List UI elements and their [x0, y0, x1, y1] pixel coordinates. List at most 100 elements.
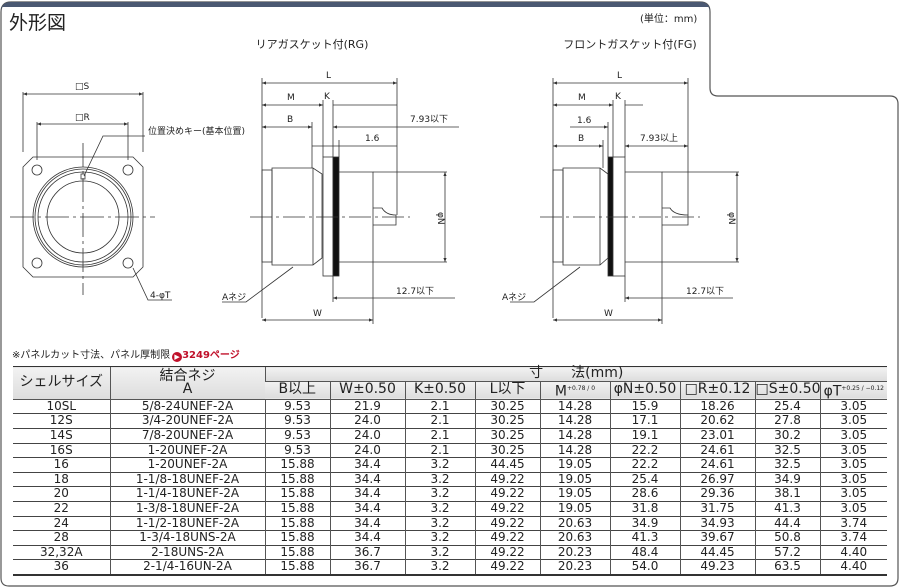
dimension-cell: 3.2: [404, 516, 475, 531]
header-col-label: W±0.50: [339, 381, 396, 398]
dimension-cell: 2.1: [404, 399, 475, 414]
dimension-cell: 34.9: [609, 516, 680, 531]
dim-B: B: [578, 134, 584, 144]
dimension-cell: 34.4: [329, 531, 405, 546]
dimension-cell: 3.74: [819, 531, 888, 546]
header-col: φN±0.50: [609, 381, 680, 400]
header-col: B以上: [265, 381, 330, 400]
dimension-cell: 3.2: [404, 472, 475, 487]
header-col-label: φN±0.50: [613, 381, 677, 398]
dim-M: M: [578, 93, 586, 103]
dimension-cell: 3.2: [404, 531, 475, 546]
front-view: □S □R 位置決めキー(基本位置) 4-φT: [10, 82, 245, 301]
dim-7-93: 7.93以下: [410, 115, 448, 125]
dimension-cell: 2.1: [404, 414, 475, 429]
dim-K: K: [615, 92, 622, 102]
holes-label: 4-φT: [150, 291, 171, 301]
shell-size-cell: 22: [53, 501, 69, 515]
dimension-cell: 23.01: [679, 428, 755, 444]
dim-12-7: 12.7以下: [686, 287, 724, 297]
dimension-cell: 3.74: [819, 516, 888, 531]
dimension-cell: 38.1: [754, 487, 820, 502]
header-col-label: L以下: [489, 381, 526, 398]
panel-cut-note: ※パネルカット寸法、パネル厚制限▶3249ページ: [12, 346, 240, 362]
dimension-cell: 3.05: [819, 472, 888, 487]
tolerance-label: +0.25 / −0.12: [841, 384, 884, 392]
mounting-holes: [31, 164, 134, 269]
dimension-cell: 30.25: [474, 443, 540, 458]
dimension-cell: 54.0: [609, 560, 680, 575]
thread-cell: 1-3/8-18UNEF-2A: [109, 501, 265, 517]
dimension-cell: 49.22: [474, 501, 540, 517]
dimension-cell: 19.1: [609, 428, 680, 444]
dimension-cell: 3.05: [819, 399, 888, 414]
dimension-cell: 14.28: [539, 428, 610, 444]
dimension-cell: 3.05: [819, 487, 888, 502]
dimension-cell: 9.53: [264, 414, 330, 429]
dimension-cell: 14.28: [539, 414, 610, 429]
unit-label: (単位：mm): [640, 14, 698, 25]
dimension-cell: 36.7: [329, 560, 405, 575]
dimension-cell: 30.25: [474, 399, 540, 414]
shell-size-cell: 18: [53, 471, 69, 486]
dimension-cell: 34.9: [754, 472, 820, 487]
shell-size-cell: 14S: [49, 428, 73, 443]
shell-size-cell: 24: [53, 515, 69, 530]
dimension-cell: 48.4: [609, 545, 680, 560]
dimension-cell: 49.22: [474, 545, 540, 560]
dimension-cell: 49.23: [679, 560, 755, 575]
dimension-cell: 24.61: [679, 458, 755, 473]
dimension-cell: 36.7: [329, 545, 405, 560]
shell-size-cell: 36: [53, 559, 69, 574]
header-col: φT+0.25 / −0.12: [819, 381, 888, 400]
dimension-cell: 30.25: [474, 428, 540, 444]
header-thread-sub: A: [182, 380, 193, 397]
page-reference-link[interactable]: 3249ページ: [182, 350, 240, 361]
dimension-cell: 2.1: [404, 443, 475, 458]
dimension-cell: 22.2: [609, 443, 680, 458]
header-col-label: φT: [823, 383, 842, 400]
dimension-cell: 15.88: [264, 516, 330, 531]
dimension-cell: 25.4: [609, 472, 680, 487]
dimension-cell: 30.2: [754, 428, 820, 444]
dimension-cell: 3.2: [404, 458, 475, 473]
dimension-cell: 19.05: [539, 501, 610, 517]
header-col-label: □R±0.12: [684, 381, 751, 398]
section-title: 外形図: [9, 12, 67, 34]
dimension-cell: 25.4: [754, 399, 820, 414]
dimension-cell: 18.26: [679, 399, 755, 414]
arrow-right-icon: ▶: [172, 352, 183, 362]
dimension-cell: 34.4: [329, 487, 405, 502]
dimension-cell: 26.97: [679, 472, 755, 487]
dim-W: W: [313, 309, 322, 319]
dim-B: B: [287, 115, 293, 125]
header-col: M+0.78 / 0: [539, 381, 610, 400]
dimension-cell: 20.63: [539, 531, 610, 546]
dimension-cell: 24.0: [329, 428, 405, 444]
header-col: K±0.50: [404, 381, 475, 400]
dimension-cell: 49.22: [474, 516, 540, 531]
dimension-cell: 20.62: [679, 414, 755, 429]
header-col-label: B以上: [278, 381, 317, 398]
dimension-cell: 14.28: [539, 399, 610, 414]
shell-size-cell: 10SL: [46, 398, 77, 413]
dimension-cell: 24.0: [329, 414, 405, 429]
dimension-cell: 27.8: [754, 414, 820, 429]
thread-cell: 3/4-20UNEF-2A: [109, 414, 265, 429]
dimension-cell: 32.5: [754, 443, 820, 458]
dimension-cell: 3.05: [819, 458, 888, 473]
dimension-cell: 15.88: [264, 560, 330, 575]
dimension-cell: 34.4: [329, 458, 405, 473]
dimension-cell: 29.36: [679, 487, 755, 502]
dimension-cell: 44.4: [754, 516, 820, 531]
dimension-cell: 3.2: [404, 501, 475, 517]
dimension-cell: 49.22: [474, 472, 540, 487]
shell-size-cell: 16: [53, 457, 69, 472]
